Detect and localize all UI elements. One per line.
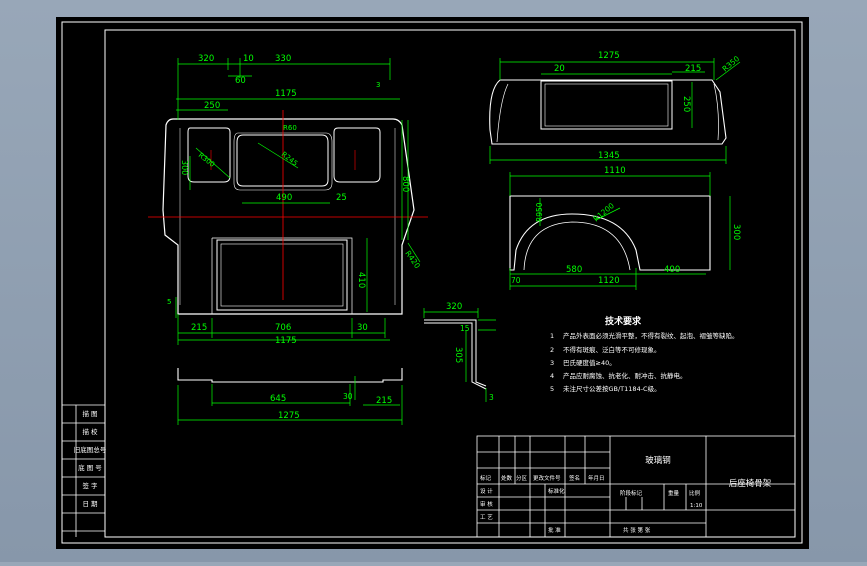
tech-item-num: 1 — [550, 332, 554, 340]
dim-1345: 1345 — [598, 151, 620, 161]
dim-1175-bottom: 1175 — [275, 336, 297, 346]
tech-item-text: 巴氏硬度值≥40。 — [563, 358, 616, 367]
dim-400: 400 — [664, 265, 680, 275]
dim-300-hole: 300 — [180, 160, 189, 175]
dim-1120: 1120 — [598, 276, 620, 286]
row-label: 工 艺 — [480, 514, 493, 521]
sheet-background — [56, 17, 809, 549]
section-view: 320 15 305 3 — [423, 302, 496, 402]
dim-5: 5 — [167, 298, 171, 306]
dim-490: 490 — [276, 193, 292, 203]
tech-item-num: 4 — [550, 372, 554, 380]
tech-requirements: 技术要求 1 产品外表面必须光滑平整，不得有裂纹、起泡、褶皱等缺陷。 2 不得有… — [550, 315, 739, 393]
outer-frame — [61, 21, 803, 544]
dim-250: 250 — [204, 101, 220, 111]
lower-window — [216, 239, 348, 311]
dim-215-side: 215 — [685, 64, 701, 74]
dim-215-plan: 215 — [376, 396, 392, 406]
arch-view: 1110 R950 R1200 300 70 580 1120 400 — [509, 166, 741, 290]
tech-item-num: 5 — [550, 385, 554, 393]
left-strip-row: 旧底图总号 — [74, 445, 107, 454]
dim-215-bottom: 215 — [191, 323, 207, 333]
header-label: 标记 — [480, 474, 492, 482]
arch-outline — [509, 195, 711, 271]
dim-3-section: 3 — [489, 393, 494, 402]
row-label: 标准化 — [548, 487, 565, 495]
dim-3: 3 — [376, 81, 380, 89]
dim-25: 25 — [336, 193, 347, 203]
scale-value: 1:10 — [690, 503, 703, 509]
tech-item-num: 2 — [550, 346, 554, 354]
section-profile — [424, 319, 487, 390]
tech-item-num: 3 — [550, 359, 554, 367]
dim-1275-plan: 1275 — [278, 411, 300, 421]
header-label: 年月日 — [588, 474, 605, 482]
dim-330: 330 — [275, 54, 291, 64]
left-strip-row: 签 字 — [82, 481, 98, 490]
tech-title: 技术要求 — [605, 315, 642, 327]
dim-320-section: 320 — [446, 302, 462, 312]
side-window — [540, 80, 673, 130]
left-hole — [187, 127, 231, 183]
title-block: 玻璃钢 后座椅骨架 标记 处数 分区 更改文件号 签名 年月日 设 计 标准化 … — [476, 435, 796, 538]
dim-800: 800 — [400, 176, 410, 192]
mid-label: 比例 — [689, 489, 701, 497]
sheet-label: 共 张 第 张 — [623, 526, 651, 534]
mid-label: 阶段标记 — [620, 489, 643, 497]
dim-20: 20 — [554, 64, 565, 74]
header-label: 处数 — [501, 474, 513, 482]
tech-item-text: 产品外表面必须光滑平整，不得有裂纹、起泡、褶皱等缺陷。 — [563, 331, 739, 340]
left-strip-row: 描 校 — [82, 427, 98, 436]
dim-645: 645 — [270, 394, 286, 404]
dim-1275-side: 1275 — [598, 51, 620, 61]
dim-410: 410 — [356, 272, 366, 288]
dim-10: 10 — [243, 54, 254, 64]
header-label: 分区 — [516, 474, 528, 482]
row-label: 设 计 — [480, 487, 493, 495]
dim-300-arch: 300 — [731, 224, 741, 240]
inner-frame — [104, 29, 796, 538]
front-dimension-lines — [175, 58, 421, 345]
dim-30-bottom: 30 — [357, 323, 368, 333]
left-strip-row: 描 图 — [82, 409, 97, 418]
tech-item-text: 产品应耐腐蚀、抗老化、耐冲击、抗静电。 — [563, 371, 687, 380]
dim-1175-top: 1175 — [275, 89, 297, 99]
dim-30-plan: 30 — [343, 392, 353, 401]
header-label: 更改文件号 — [533, 474, 561, 482]
part-name: 后座椅骨架 — [729, 478, 772, 489]
right-hole — [333, 127, 381, 183]
plan-outline — [177, 368, 403, 383]
mid-label: 重量 — [668, 489, 680, 497]
dim-r950: R950 — [535, 202, 544, 222]
dim-250-side: 250 — [681, 96, 691, 112]
front-outline — [162, 118, 415, 315]
side-outline — [489, 79, 727, 145]
row-label: 审 核 — [480, 500, 493, 508]
dim-706: 706 — [275, 323, 291, 333]
dim-580: 580 — [566, 265, 582, 275]
dim-305: 305 — [453, 347, 463, 363]
plan-view: 645 30 215 1275 — [177, 368, 403, 425]
dim-320: 320 — [198, 54, 214, 64]
dim-1110: 1110 — [604, 166, 626, 176]
row-label: 批 准 — [548, 526, 561, 534]
tech-item-text: 不得有斑痕、泛白等不可修现象。 — [563, 345, 661, 354]
dim-70: 70 — [511, 276, 521, 285]
left-strip — [62, 404, 105, 537]
dim-15: 15 — [460, 324, 470, 333]
tech-item-text: 未注尺寸公差按GB/T1184-C级。 — [563, 384, 661, 393]
material-label: 玻璃钢 — [645, 455, 671, 466]
dim-r60: R60 — [283, 124, 297, 132]
left-strip-row: 日 期 — [82, 500, 98, 508]
dim-60: 60 — [235, 76, 246, 86]
header-label: 签名 — [569, 474, 580, 482]
center-hole — [236, 134, 329, 187]
front-view: 320 10 330 60 3 1175 250 R60 300 R300 R2… — [148, 54, 428, 346]
left-strip-row: 底 图 号 — [78, 463, 102, 472]
